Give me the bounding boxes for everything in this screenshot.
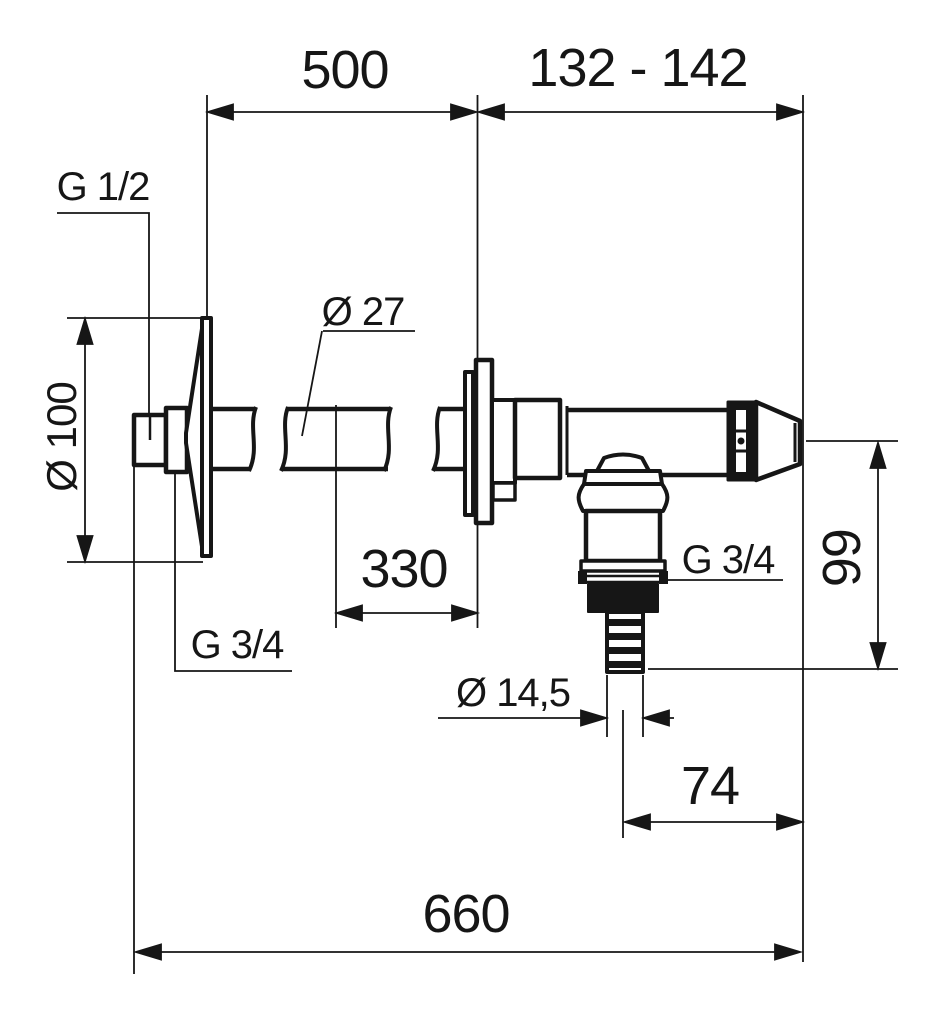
nipple-thread-stripe xyxy=(609,647,641,654)
arrowhead xyxy=(869,642,887,672)
pipe-break-curve xyxy=(247,406,258,472)
valve-body-section xyxy=(512,397,563,481)
arrowhead xyxy=(132,943,162,961)
arrowhead xyxy=(580,709,610,727)
label-g34-left: G 3/4 xyxy=(190,623,285,667)
dim-text-330: 330 xyxy=(360,539,448,599)
label-dia100: Ø 100 xyxy=(38,382,85,492)
outlet-lip xyxy=(579,559,667,573)
pipe-break-curve xyxy=(431,406,442,472)
arrowhead xyxy=(76,315,94,345)
outlet-ring-block xyxy=(578,571,587,584)
leader-g12 xyxy=(57,212,150,440)
nipple-thread-stripe xyxy=(609,619,641,626)
arrowhead xyxy=(774,943,804,961)
dim-text-132-142: 132 - 142 xyxy=(528,38,748,98)
dimension-lines xyxy=(76,103,887,961)
arrowhead xyxy=(450,103,480,121)
dim-text-500: 500 xyxy=(301,40,389,100)
pipe-break-curve xyxy=(279,406,290,472)
leader-dia27-diagonal xyxy=(301,330,323,437)
wall-flange-plate-wide xyxy=(473,357,495,526)
label-dia14-5: Ø 14,5 xyxy=(455,671,571,715)
extension-and-leader-lines xyxy=(57,95,898,974)
union-nut xyxy=(163,405,190,475)
valve-body xyxy=(131,316,803,674)
arrowhead xyxy=(621,813,651,831)
dim-text-660: 660 xyxy=(422,884,510,944)
label-g12: G 1/2 xyxy=(56,165,151,209)
arrowhead xyxy=(333,604,363,622)
arrowhead xyxy=(204,103,234,121)
handle-cone xyxy=(753,399,803,483)
arrowhead xyxy=(451,604,481,622)
backflow-preventer-band xyxy=(587,583,659,613)
arrowhead xyxy=(776,813,806,831)
knurl-dot xyxy=(737,437,745,445)
arrowhead xyxy=(776,103,806,121)
arrowhead xyxy=(869,439,887,469)
outlet-shoulder xyxy=(576,482,670,513)
outlet-ring-block xyxy=(659,571,668,584)
dim-text-74: 74 xyxy=(680,756,740,816)
arrowhead xyxy=(640,709,670,727)
outlet-cap xyxy=(595,452,651,473)
flange-step-tab xyxy=(491,481,517,502)
nipple-thread-stripe xyxy=(609,633,641,640)
dim-text-66: 66 xyxy=(811,527,871,587)
wall-rosette-plate xyxy=(200,316,213,558)
leader-g34-left xyxy=(174,450,292,672)
wall-flange-plate-thin xyxy=(463,370,475,517)
label-dia27: Ø 27 xyxy=(321,290,406,334)
nipple-thread-stripe xyxy=(609,661,641,668)
arrowhead xyxy=(475,103,505,121)
outlet-body xyxy=(583,508,663,564)
pipe-break-curve xyxy=(382,406,393,472)
arrowhead xyxy=(76,535,94,565)
label-g34-right: G 3/4 xyxy=(681,538,776,582)
flange-step-block xyxy=(490,398,517,485)
